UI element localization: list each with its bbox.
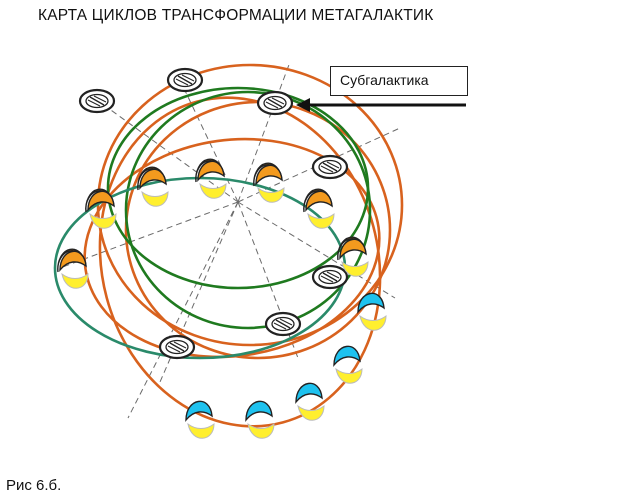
- subgalaxy-disc-icon: [78, 88, 116, 114]
- subgalaxy-callout: Субгалактика: [330, 66, 468, 96]
- crescent-pair-icon: [137, 166, 169, 208]
- axis-line: [179, 79, 239, 203]
- subgalaxy-disc-icon: [311, 154, 349, 180]
- figure-caption: Рис 6.б.: [6, 477, 62, 494]
- crescent-pair-icon: [245, 400, 275, 439]
- axis-line: [96, 99, 239, 203]
- crescent-pair-icon: [195, 158, 227, 200]
- orbit-green-middle: [124, 90, 372, 330]
- subgalaxy-disc-icon: [264, 311, 302, 337]
- crescent-pair-icon: [295, 382, 325, 421]
- subgalaxy-disc-icon: [158, 334, 196, 360]
- diagram-title: КАРТА ЦИКЛОВ ТРАНСФОРМАЦИИ МЕТАГАЛАКТИК: [38, 7, 434, 24]
- axis-line: [237, 61, 291, 203]
- subgalaxy-disc-icon: [256, 90, 294, 116]
- crescent-pair-icon: [357, 292, 387, 331]
- crescent-pair-icon: [253, 162, 285, 204]
- axis-line: [237, 201, 299, 359]
- crescent-pair-icon: [337, 236, 369, 278]
- crescent-pair-icon: [303, 188, 335, 230]
- orbit-orange-outer: [96, 63, 404, 347]
- subgalaxy-disc-icon: [166, 67, 204, 93]
- axis-line: [59, 201, 239, 269]
- pointer-arrow-icon: [296, 98, 466, 112]
